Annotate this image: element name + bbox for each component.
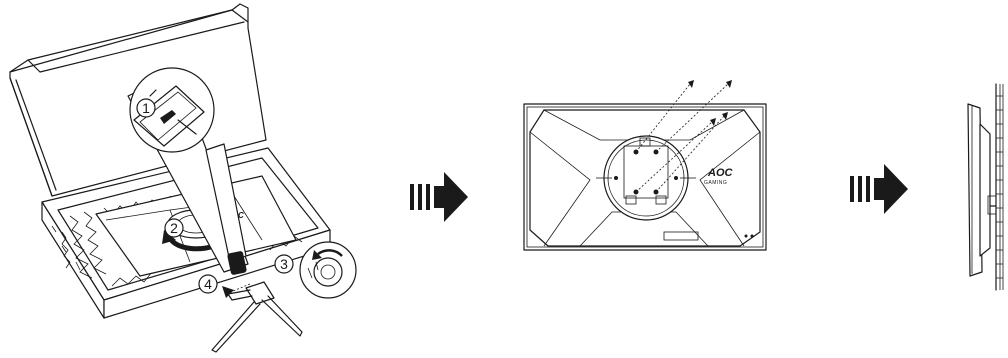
stand-neck [205,143,247,275]
next-step-arrow-1 [410,172,468,222]
svg-text:4: 4 [204,276,212,292]
magnifier-step3 [299,241,357,299]
svg-text:2: 2 [170,220,178,236]
step-3-label: 3 [274,254,294,274]
step-2-label: 2 [164,218,184,238]
svg-text:3: 3 [280,256,288,272]
panel-remove-stand: AOC [9,3,357,353]
step-1-label: 1 [136,98,156,118]
magnifier-step1 [129,67,215,153]
monitor-sublogo: GAMING [704,180,727,186]
stand-base [211,281,303,353]
wall [995,83,1004,291]
panel-wall-mount [967,83,1004,291]
monitor-side-profile [967,103,997,277]
next-step-arrow-2 [850,164,908,214]
monitor-logo: AOC [707,167,734,179]
screw-icons [635,80,732,193]
step-4-label: 4 [198,274,218,294]
panel-monitor-back: AOC GAMING [523,80,767,251]
svg-text:1: 1 [142,100,150,116]
